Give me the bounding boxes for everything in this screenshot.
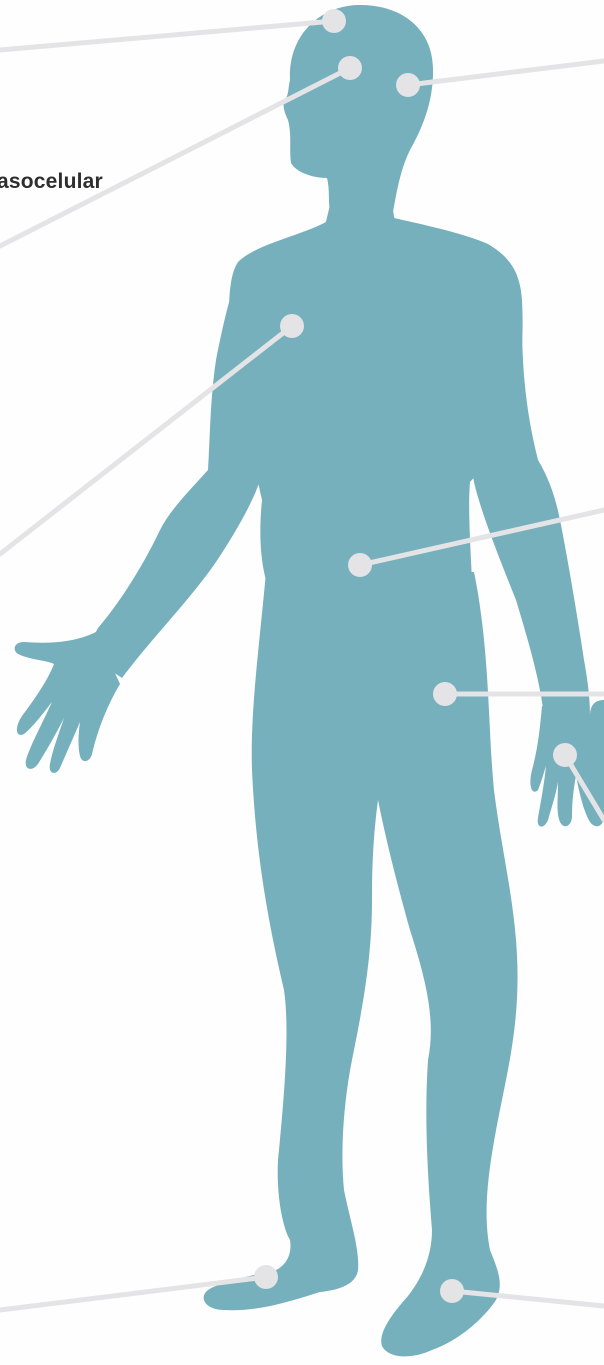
marker-thigh[interactable] xyxy=(433,682,457,706)
marker-shoulder[interactable] xyxy=(280,314,304,338)
marker-hand[interactable] xyxy=(553,743,577,767)
leader-line-scalp-back xyxy=(408,61,604,85)
marker-head-top[interactable] xyxy=(322,9,346,33)
silhouette-hand-left xyxy=(15,632,120,773)
marker-foot-left[interactable] xyxy=(254,1265,278,1289)
marker-forehead[interactable] xyxy=(338,56,362,80)
silhouette-arm-right xyxy=(472,248,591,716)
marker-scalp-back[interactable] xyxy=(396,73,420,97)
leader-line-head-top xyxy=(0,21,334,50)
marker-abdomen[interactable] xyxy=(348,553,372,577)
silhouette-legs xyxy=(204,572,518,1356)
condition-label: asocelular xyxy=(0,170,103,194)
marker-foot-right[interactable] xyxy=(440,1279,464,1303)
silhouette-head xyxy=(284,5,433,221)
body-silhouette xyxy=(15,5,604,1356)
